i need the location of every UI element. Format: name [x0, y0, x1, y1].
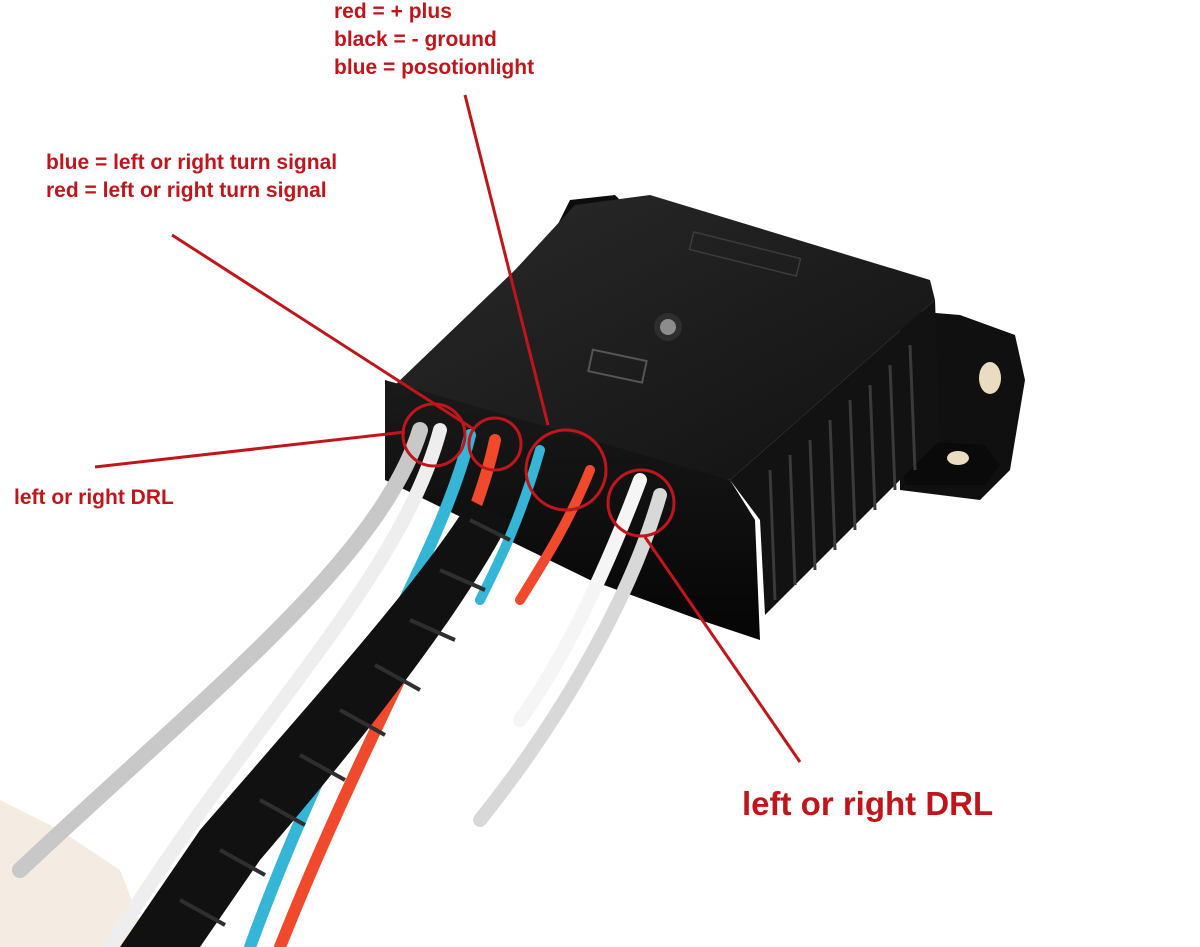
pointer-line-top	[463, 94, 550, 426]
annotation-line: red = left or right turn signal	[46, 179, 327, 202]
pointer-line-middle	[171, 233, 476, 432]
wire-blue	[475, 445, 545, 605]
conduit	[120, 500, 511, 947]
highlight-circle	[401, 402, 467, 468]
highlight-circle	[606, 468, 676, 538]
annotation-line: blue = left or right turn signal	[46, 151, 338, 174]
mounting-hole	[979, 362, 1001, 394]
wire-white	[513, 473, 647, 727]
highlight-circle	[467, 416, 523, 472]
annotation-middle-block: blue = left or right turn signal red = l…	[46, 149, 337, 205]
annotation-line: blue = posotionlight	[334, 56, 535, 79]
pointer-line-bottom	[643, 536, 802, 763]
mounting-hole	[947, 451, 969, 465]
pointer-line-left	[94, 430, 406, 469]
annotation-line: red = + plus	[334, 0, 452, 23]
heat-sink-fins	[768, 344, 917, 601]
annotation-line: black = - ground	[334, 28, 497, 51]
highlight-circle	[524, 428, 608, 512]
embossed-mark	[688, 231, 802, 277]
annotation-top-block: red = + plus black = - ground blue = pos…	[334, 0, 534, 82]
wire-white	[103, 423, 447, 947]
wire-gray	[12, 422, 428, 878]
annotation-markers	[94, 94, 802, 763]
wire-red	[515, 465, 595, 605]
annotation-bottom-label: left or right DRL	[742, 785, 994, 822]
annotation-left-label: left or right DRL	[14, 486, 174, 509]
embossed-mark	[587, 348, 648, 384]
